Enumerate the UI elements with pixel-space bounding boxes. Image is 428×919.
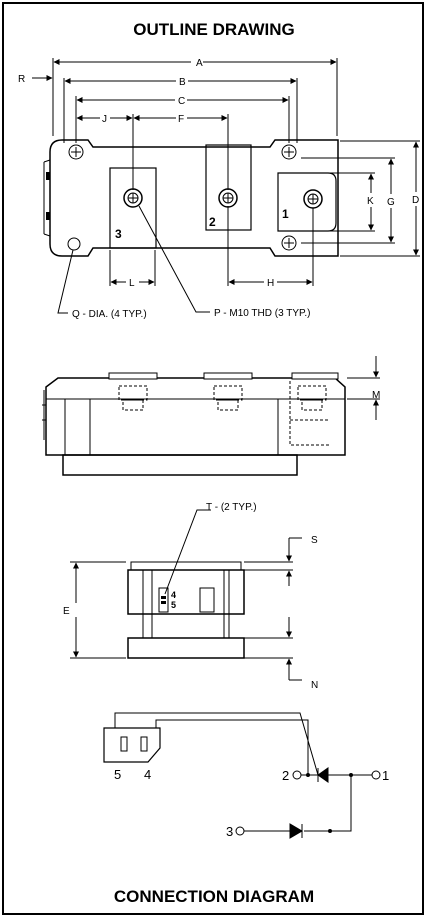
dim-label-n: N bbox=[311, 680, 318, 691]
mounting-hole-icon bbox=[67, 237, 81, 251]
dim-label-g: G bbox=[387, 197, 395, 208]
connection-diagram-title: CONNECTION DIAGRAM bbox=[113, 887, 315, 906]
top-view bbox=[32, 58, 420, 314]
screw-icon bbox=[303, 189, 323, 209]
drawing-frame bbox=[2, 2, 424, 915]
mounting-hole-icon bbox=[68, 144, 84, 160]
terminal-2-label: 2 bbox=[209, 215, 216, 229]
dim-label-r: R bbox=[18, 74, 25, 85]
node-3-label: 3 bbox=[226, 824, 233, 839]
end-body bbox=[127, 569, 245, 615]
note-thread: P - M10 THD (3 TYP.) bbox=[214, 308, 311, 319]
end-view bbox=[70, 509, 302, 681]
base-block bbox=[127, 637, 245, 659]
node-2-label: 2 bbox=[282, 768, 289, 783]
connector-icon bbox=[158, 587, 169, 613]
dim-label-h: H bbox=[267, 278, 274, 289]
pin-4-label: 4 bbox=[171, 590, 176, 600]
dim-label-k: K bbox=[367, 196, 374, 207]
note-mounting-holes: Q - DIA. (4 TYP.) bbox=[72, 309, 147, 320]
screw-icon bbox=[123, 188, 143, 208]
end-top bbox=[130, 561, 242, 571]
terminal-1-label: 1 bbox=[282, 207, 289, 221]
note-terminals: T - (2 TYP.) bbox=[206, 502, 257, 513]
connector-pin-4-label: 4 bbox=[144, 767, 151, 782]
dim-label-f: F bbox=[178, 114, 184, 125]
side-body bbox=[45, 377, 346, 456]
dim-label-d: D bbox=[412, 195, 419, 206]
terminal-1-plate bbox=[277, 172, 337, 232]
dim-label-s: S bbox=[311, 535, 318, 546]
mounting-hole-icon bbox=[281, 235, 297, 251]
base-plate bbox=[62, 454, 298, 476]
connector-pin-5-label: 5 bbox=[114, 767, 121, 782]
module-outline bbox=[49, 139, 339, 257]
dim-label-e: E bbox=[63, 606, 70, 617]
dim-label-a: A bbox=[196, 58, 203, 69]
dim-label-m: M bbox=[372, 390, 380, 401]
side-view bbox=[42, 356, 380, 476]
dim-label-b: B bbox=[179, 77, 186, 88]
gate-connector-icon bbox=[103, 727, 161, 763]
dim-label-c: C bbox=[178, 96, 185, 107]
screw-icon bbox=[218, 188, 238, 208]
terminal-3-label: 3 bbox=[115, 227, 122, 241]
outline-drawing-title: OUTLINE DRAWING bbox=[133, 20, 295, 39]
dim-label-j: J bbox=[102, 114, 107, 125]
pin-5-label: 5 bbox=[171, 600, 176, 610]
connection-diagram bbox=[103, 712, 381, 839]
dim-label-l: L bbox=[129, 278, 135, 289]
node-1-label: 1 bbox=[382, 768, 389, 783]
mounting-hole-icon bbox=[281, 144, 297, 160]
